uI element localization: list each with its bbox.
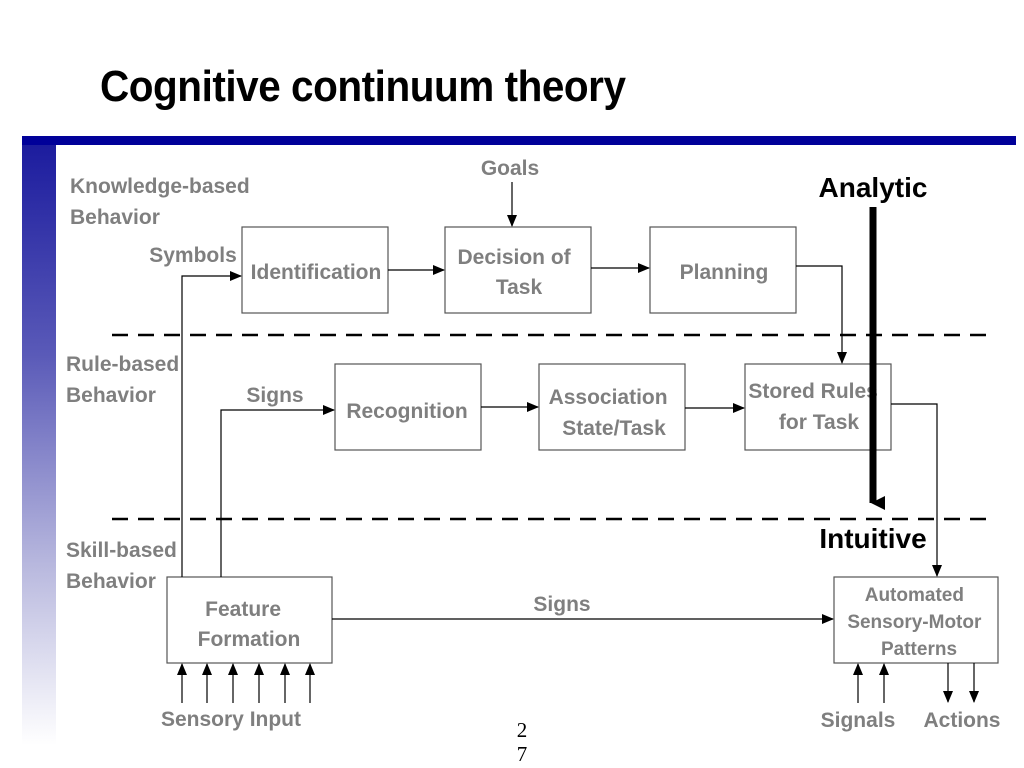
level-skill-label: Skill-based Behavior <box>66 539 183 593</box>
planning-label: Planning <box>680 261 769 284</box>
automated-label: Automated Sensory-Motor Patterns <box>847 585 986 660</box>
title-rule <box>22 136 1016 145</box>
side-gradient-bar <box>22 145 56 745</box>
identification-label: Identification <box>251 261 382 284</box>
decision-label: Decision of Task <box>457 246 576 299</box>
signs-skill-label: Signs <box>533 593 590 616</box>
symbols-arrow <box>181 271 242 577</box>
planning-to-stored-rules-arrow <box>796 265 847 364</box>
level-knowledge-label: Knowledge-based Behavior <box>70 175 256 229</box>
intuitive-label: Intuitive <box>819 523 926 554</box>
signs-rule-label: Signs <box>246 384 303 407</box>
recognition-label: Recognition <box>346 400 467 423</box>
level-rule-label: Rule-based Behavior <box>66 353 185 407</box>
sensory-input-label: Sensory Input <box>161 708 301 731</box>
signs-rule-arrow <box>220 405 335 577</box>
actions-label: Actions <box>923 709 1000 732</box>
slide-title: Cognitive continuum theory <box>100 62 626 111</box>
automated-box <box>833 576 999 664</box>
planning-box <box>649 226 797 314</box>
stored-rules-box <box>744 363 892 451</box>
recognition-box <box>334 363 482 451</box>
analytic-label: Analytic <box>819 172 928 203</box>
signals-label: Signals <box>821 709 896 732</box>
page-number: 27 <box>516 718 528 766</box>
stored-rules-label: Stored Rules for Task <box>748 380 883 434</box>
association-box <box>538 363 686 451</box>
feature-formation-box <box>166 576 333 664</box>
feature-formation-label: Feature Formation <box>198 598 301 651</box>
symbols-label: Symbols <box>149 244 237 267</box>
decision-box <box>444 226 592 314</box>
association-label: Association State/Task <box>549 386 674 440</box>
stored-rules-to-automated-arrow <box>891 403 942 577</box>
identification-box <box>241 226 389 314</box>
goals-label: Goals <box>481 157 539 180</box>
